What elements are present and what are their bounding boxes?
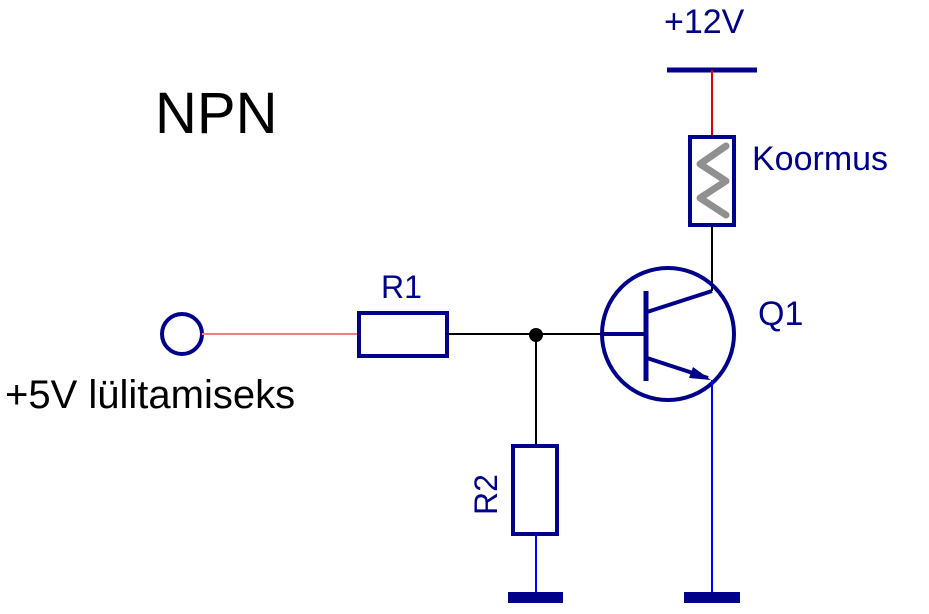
r2-label: R2 [468,474,504,515]
diagram-title: NPN [155,81,277,146]
r1-label: R1 [381,269,422,305]
q1-label: Q1 [758,295,803,333]
q1-collector-lead [646,289,713,314]
r1-resistor [357,311,449,358]
load-label: Koormus [752,140,888,178]
supply-label: +12V [664,3,745,41]
q1-emitter-arrow-icon [689,367,711,380]
r2-resistor [511,444,559,536]
load-coil-icon [696,142,730,219]
ground-symbol-q1 [684,592,740,603]
ground-symbol-r2 [508,592,563,603]
input-label: +5V lülitamiseks [5,373,295,417]
input-terminal [160,312,204,356]
